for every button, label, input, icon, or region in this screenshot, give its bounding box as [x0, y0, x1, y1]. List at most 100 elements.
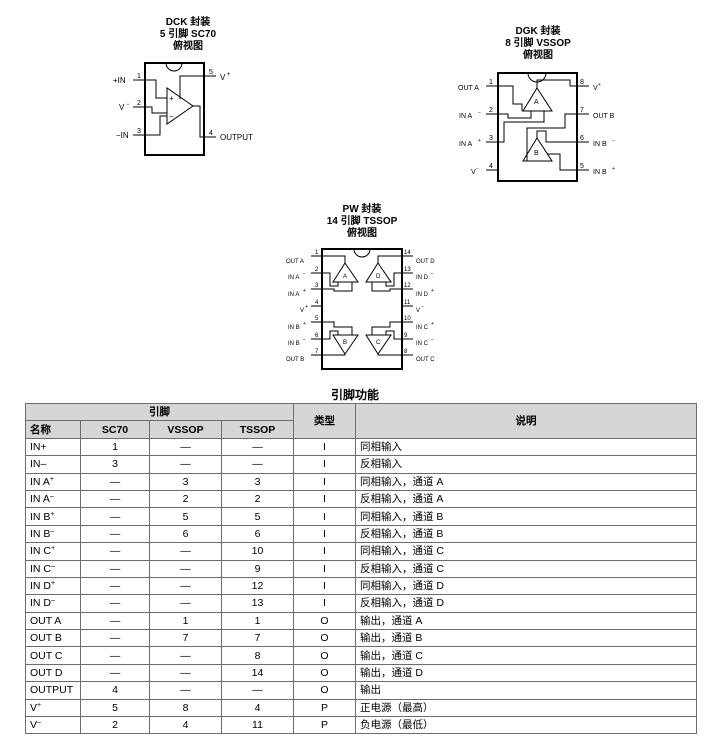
dgk-label-out-b: OUT B	[593, 113, 615, 120]
pin-name-cell: IN D+	[25, 576, 81, 596]
dck-label-output: OUTPUT	[220, 133, 253, 142]
type-cell: P	[293, 716, 356, 735]
vssop-cell: —	[149, 594, 222, 613]
tssop-cell: 2	[221, 489, 294, 509]
dck-pin-5: 5	[209, 69, 213, 76]
pw-pin-4: 4	[315, 300, 319, 306]
description-cell: 输出，通道 A	[355, 611, 697, 631]
pw-label-in-d-plus: IN D	[416, 292, 429, 298]
dck-label-v-minus: V	[119, 103, 125, 112]
type-cell: O	[293, 629, 356, 648]
sc70-cell: —	[80, 646, 150, 665]
description-cell: 输出	[355, 681, 697, 700]
dck-label-in-plus: +IN	[113, 76, 126, 85]
type-cell: I	[293, 507, 356, 526]
dck-title: DCK 封装 5 引脚 SC70 俯视图	[159, 17, 217, 52]
svg-text:−: −	[431, 337, 434, 343]
type-cell: O	[293, 611, 356, 631]
svg-text:−: −	[303, 337, 306, 343]
svg-text:−: −	[431, 271, 434, 277]
svg-text:+: +	[612, 166, 615, 172]
sc70-cell: 3	[80, 455, 150, 474]
tssop-cell: 13	[221, 594, 294, 613]
description-cell: 反相输入，通道 D	[355, 594, 697, 613]
type-cell: I	[293, 472, 356, 491]
pw-label-v-plus: V	[300, 308, 304, 314]
description-cell: 反相输入	[355, 455, 697, 474]
tssop-cell: —	[221, 455, 294, 474]
description-cell: 反相输入，通道 C	[355, 559, 697, 578]
dck-label-v-plus: V	[220, 73, 226, 82]
type-cell: O	[293, 646, 356, 665]
svg-text:−: −	[612, 138, 615, 144]
sc70-cell: —	[80, 507, 150, 526]
pw-label-in-b-plus: IN B	[288, 325, 300, 331]
description-cell: 输出，通道 D	[355, 663, 697, 683]
dgk-pin-3: 3	[489, 135, 493, 142]
sc70-cell: —	[80, 559, 150, 578]
dck-label-in-minus: −IN	[116, 131, 129, 140]
svg-text:+: +	[303, 321, 306, 327]
sc70-cell: 2	[80, 716, 150, 735]
svg-text:−: −	[478, 110, 481, 116]
sc70-cell: 1	[80, 437, 150, 457]
tssop-cell: 10	[221, 542, 294, 561]
pw-label-out-c: OUT C	[416, 357, 435, 363]
tssop-cell: 8	[221, 646, 294, 665]
pin-name-cell: IN A+	[25, 472, 81, 491]
dck-pin-2: 2	[137, 100, 141, 107]
pin-function-title: 引脚功能	[330, 388, 379, 402]
header-sc70: SC70	[80, 420, 150, 439]
type-cell: I	[293, 524, 356, 544]
dck-pin-4: 4	[209, 130, 213, 137]
dgk-label-v-plus: V	[593, 85, 598, 92]
pw-label-v-minus: V	[416, 308, 420, 314]
pw-label-in-c-minus: IN C	[416, 341, 429, 347]
header-description: 说明	[355, 403, 697, 439]
pin-name-cell: OUTPUT	[25, 681, 81, 700]
tssop-cell: 4	[221, 698, 294, 718]
dgk-label-v-minus: V	[471, 169, 476, 176]
pw-title: PW 封装 14 引脚 TSSOP 俯视图	[326, 204, 398, 239]
type-cell: O	[293, 663, 356, 683]
svg-text:+: +	[431, 288, 434, 294]
pin-name-cell: IN D–	[25, 594, 81, 613]
svg-text:−: −	[421, 304, 424, 310]
tssop-cell: 7	[221, 629, 294, 648]
vssop-cell: 4	[149, 716, 222, 735]
header-name: 名称	[25, 420, 81, 439]
tssop-cell: —	[221, 437, 294, 457]
dgk-pin-1: 1	[489, 79, 493, 86]
vssop-cell: —	[149, 437, 222, 457]
pin-name-cell: IN A–	[25, 489, 81, 509]
pw-label-out-a: OUT A	[286, 259, 304, 265]
header-vssop: VSSOP	[149, 420, 222, 439]
pw-pin-7: 7	[315, 349, 319, 355]
header-type: 类型	[293, 403, 356, 439]
tssop-cell: 1	[221, 611, 294, 631]
tssop-cell: 6	[221, 524, 294, 544]
dgk-title: DGK 封装 8 引脚 VSSOP 俯视图	[505, 26, 571, 61]
sc70-cell: —	[80, 542, 150, 561]
svg-text:−: −	[126, 102, 130, 108]
dck-pin-1: 1	[137, 73, 141, 80]
pw-label-in-b-minus: IN B	[288, 341, 300, 347]
header-tssop: TSSOP	[221, 420, 294, 439]
sc70-cell: —	[80, 611, 150, 631]
dgk-label-in-b-minus: IN B	[593, 141, 607, 148]
type-cell: I	[293, 455, 356, 474]
type-cell: O	[293, 681, 356, 700]
tssop-cell: 11	[221, 716, 294, 735]
description-cell: 同相输入，通道 B	[355, 507, 697, 526]
